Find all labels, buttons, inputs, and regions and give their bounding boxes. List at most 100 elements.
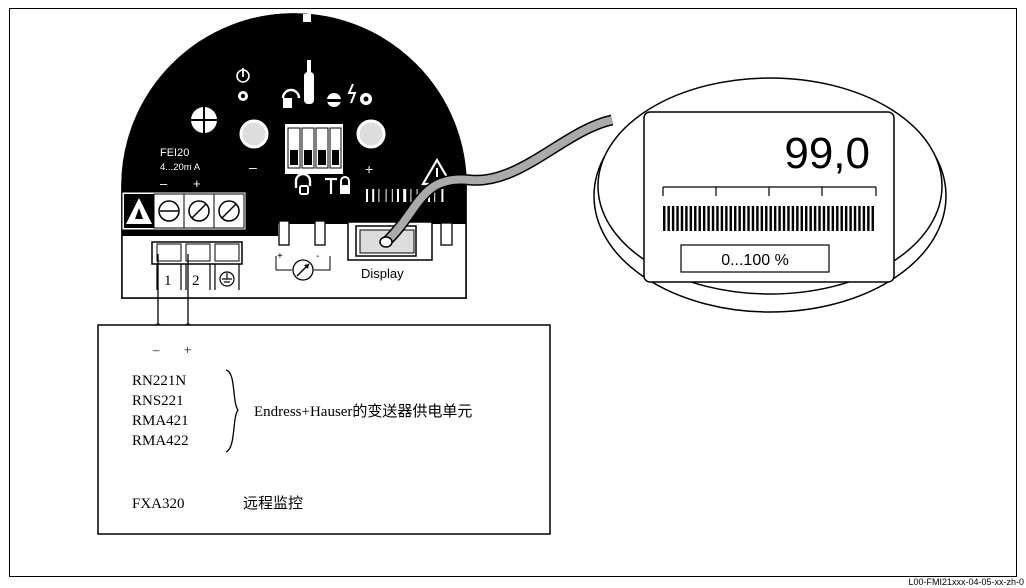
bargraph-segment xyxy=(729,206,732,231)
esd-warning-icon xyxy=(124,194,154,228)
unit-rma421: RMA421 xyxy=(132,413,189,429)
adjust-screw-icon xyxy=(191,107,217,133)
unit-rns221: RNS221 xyxy=(132,393,184,409)
bargraph-segment xyxy=(680,206,684,231)
bargraph-segment xyxy=(765,206,768,231)
lock-symbol-icon xyxy=(325,176,350,194)
bargraph-segment xyxy=(738,206,741,231)
diagram-frame xyxy=(9,8,1017,577)
bargraph-segment xyxy=(805,206,808,231)
power-led-icon xyxy=(236,68,250,101)
bargraph-segment xyxy=(707,206,710,231)
meter-minus-label: - xyxy=(316,251,319,262)
barcode-bar xyxy=(441,189,444,202)
bargraph-segment xyxy=(809,206,812,231)
bargraph-segment xyxy=(747,206,750,231)
terminal-1-label: 1 xyxy=(164,273,172,289)
barcode-bar xyxy=(372,189,375,202)
minus-key: – xyxy=(239,119,269,175)
bargraph-segment xyxy=(844,206,848,231)
remote-display: 99,0 0...100 % xyxy=(593,77,947,313)
power-neg-label: – xyxy=(152,342,160,357)
bargraph-segment xyxy=(689,206,693,231)
display-reading: 99,0 xyxy=(784,129,870,178)
bargraph-segment xyxy=(698,206,701,231)
bargraph-segment xyxy=(782,206,786,231)
bargraph-segment xyxy=(840,206,843,231)
barcode-bar xyxy=(366,189,368,202)
unlocked-padlock-icon xyxy=(281,88,301,108)
bargraph-segment xyxy=(725,206,728,231)
display-port-label: Display xyxy=(361,266,404,281)
ammeter-icon xyxy=(292,259,314,281)
display-bargraph xyxy=(663,206,874,231)
barcode-bar xyxy=(397,189,399,202)
bargraph-segment xyxy=(694,206,697,231)
monitor-model: FXA320 xyxy=(132,496,185,512)
bargraph-segment xyxy=(702,206,706,231)
bargraph-segment xyxy=(858,206,861,231)
unit-rma422: RMA422 xyxy=(132,433,189,449)
bargraph-segment xyxy=(787,206,790,231)
positive-terminal-sign: + xyxy=(193,176,201,191)
bargraph-segment xyxy=(760,206,764,231)
ground-icon xyxy=(219,271,235,287)
bargraph-segment xyxy=(853,206,857,231)
bargraph-segment xyxy=(676,206,679,231)
barcode-bar xyxy=(403,189,407,202)
bargraph-segment xyxy=(773,206,777,231)
unit-rn221n: RN221N xyxy=(132,373,186,389)
figure-caption: L00-FMI21xxx-04-05-xx-zh-0 xyxy=(908,577,1024,587)
unlock-symbol-icon xyxy=(294,172,312,195)
model-label: FEI20 xyxy=(160,147,189,159)
bargraph-segment xyxy=(742,206,746,231)
meter-test-sockets: + - xyxy=(275,220,331,281)
bargraph-segment xyxy=(734,206,737,231)
bargraph-segment xyxy=(671,206,675,231)
plus-key-label: + xyxy=(365,161,373,177)
barcode-bar xyxy=(391,189,393,202)
fault-led-icon xyxy=(347,83,372,105)
bargraph-segment xyxy=(831,206,835,231)
bargraph-segment xyxy=(716,206,719,231)
units-description: Endress+Hauser的变送器供电单元 xyxy=(254,403,472,420)
bargraph-segment xyxy=(796,206,799,231)
dip-switch-tool-icon xyxy=(304,60,314,104)
power-pos-label: + xyxy=(184,342,191,357)
meter-plus-label: + xyxy=(277,251,283,262)
bargraph-segment xyxy=(849,206,852,231)
bargraph-segment xyxy=(778,206,781,231)
bargraph-segment xyxy=(818,206,821,231)
bargraph-segment xyxy=(862,206,866,231)
terminal-block: 1 2 xyxy=(151,241,243,290)
terminal-2-label: 2 xyxy=(192,273,200,289)
bargraph-segment xyxy=(751,206,755,231)
bargraph-segment xyxy=(667,206,670,231)
bargraph-segment xyxy=(720,206,724,231)
power-supply-box: – + RN221N RNS221 RMA421 RMA422 Endress+… xyxy=(97,324,551,535)
display-cable xyxy=(379,114,614,248)
bargraph-segment xyxy=(685,206,688,231)
minus-key-label: – xyxy=(249,159,257,175)
units-brace xyxy=(225,369,239,453)
barcode-bar xyxy=(434,189,436,202)
barcode-bar xyxy=(410,189,412,202)
bargraph-segment xyxy=(756,206,759,231)
bargraph-segment xyxy=(813,206,817,231)
monitor-description: 远程监控 xyxy=(243,495,303,512)
bargraph-segment xyxy=(791,206,795,231)
display-scale-label: 0...100 % xyxy=(721,252,789,269)
bargraph-segment xyxy=(822,206,826,231)
locked-indicator-icon xyxy=(327,93,341,107)
bargraph-segment xyxy=(711,206,715,231)
bargraph-segment xyxy=(827,206,830,231)
bargraph-segment xyxy=(663,206,666,231)
bargraph-segment xyxy=(867,206,870,231)
bargraph-segment xyxy=(769,206,772,231)
bargraph-segment xyxy=(836,206,839,231)
bargraph-segment xyxy=(871,206,874,231)
bargraph-segment xyxy=(800,206,803,231)
dip-switch-block xyxy=(285,124,343,174)
